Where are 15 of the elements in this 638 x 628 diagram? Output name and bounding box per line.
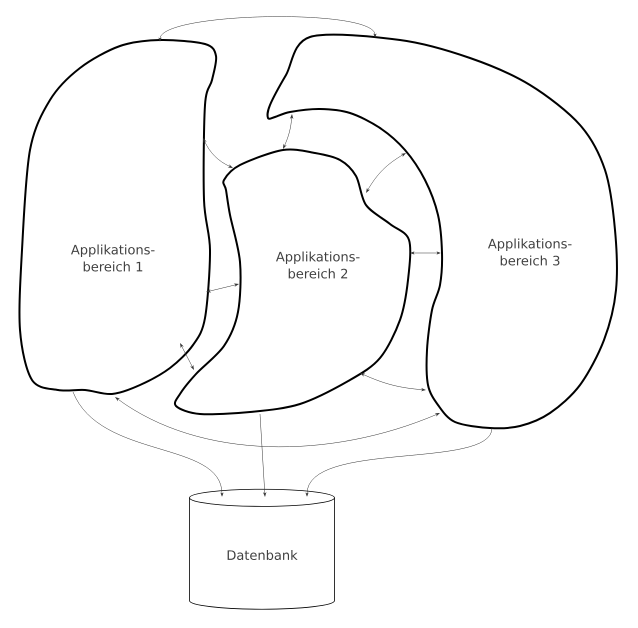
arrow: [260, 414, 266, 496]
arrow: [366, 153, 406, 193]
arrow: [360, 373, 426, 392]
arrow: [203, 138, 233, 168]
database-cylinder: Datenbank: [189, 488, 335, 610]
arrow: [115, 397, 440, 447]
arrow: [72, 392, 224, 496]
region-blob: Applikations- bereich 2: [174, 148, 412, 416]
arrow: [410, 252, 440, 254]
arrow: [180, 343, 194, 370]
region-blob: Applikations- bereich 1: [18, 38, 218, 396]
arrow: [306, 428, 492, 496]
arrow: [206, 284, 239, 292]
arrow: [158, 16, 376, 42]
arrow: [283, 114, 294, 149]
